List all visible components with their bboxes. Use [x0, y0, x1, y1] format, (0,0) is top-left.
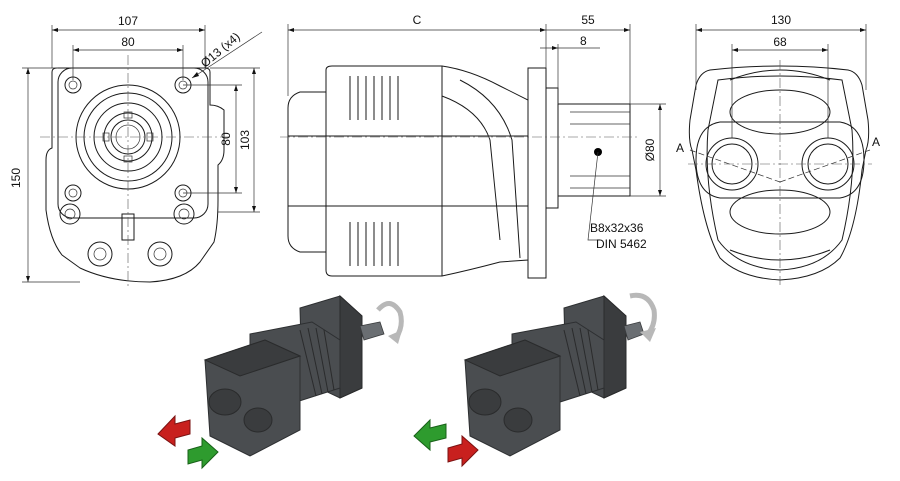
dim-shaft-dia: Ø80 [643, 138, 657, 161]
red-arrow [157, 414, 191, 447]
dim-hole: Ø13 (x4) [198, 30, 243, 71]
rotation-arrow-ccw [629, 292, 657, 336]
dim-80-right: 80 [219, 132, 233, 146]
pump-render-right [413, 292, 657, 468]
dim-68: 68 [773, 35, 787, 49]
rear-view: A A 130 68 [676, 13, 880, 285]
dim-150: 150 [9, 168, 23, 188]
front-view: 107 80 Ø13 (x4) 150 80 103 [9, 14, 263, 288]
side-view: C 55 8 Ø80 B8x32x36 DIN 5462 [280, 13, 666, 279]
dim-103: 103 [238, 130, 252, 150]
dim-8: 8 [580, 34, 587, 48]
red-arrow [447, 434, 479, 468]
dim-80-top: 80 [121, 35, 135, 49]
dim-55: 55 [581, 13, 595, 27]
section-a-right: A [872, 135, 880, 149]
green-arrow [413, 418, 447, 452]
rotation-arrow-cw [376, 301, 404, 340]
dim-107: 107 [118, 14, 138, 28]
green-arrow [187, 436, 219, 470]
pump-render-left [157, 294, 404, 470]
dim-130: 130 [771, 13, 791, 27]
spline-spec: B8x32x36 [590, 221, 644, 235]
spline-standard: DIN 5462 [596, 237, 647, 251]
dim-c: C [413, 13, 422, 27]
section-a-left: A [676, 141, 684, 155]
